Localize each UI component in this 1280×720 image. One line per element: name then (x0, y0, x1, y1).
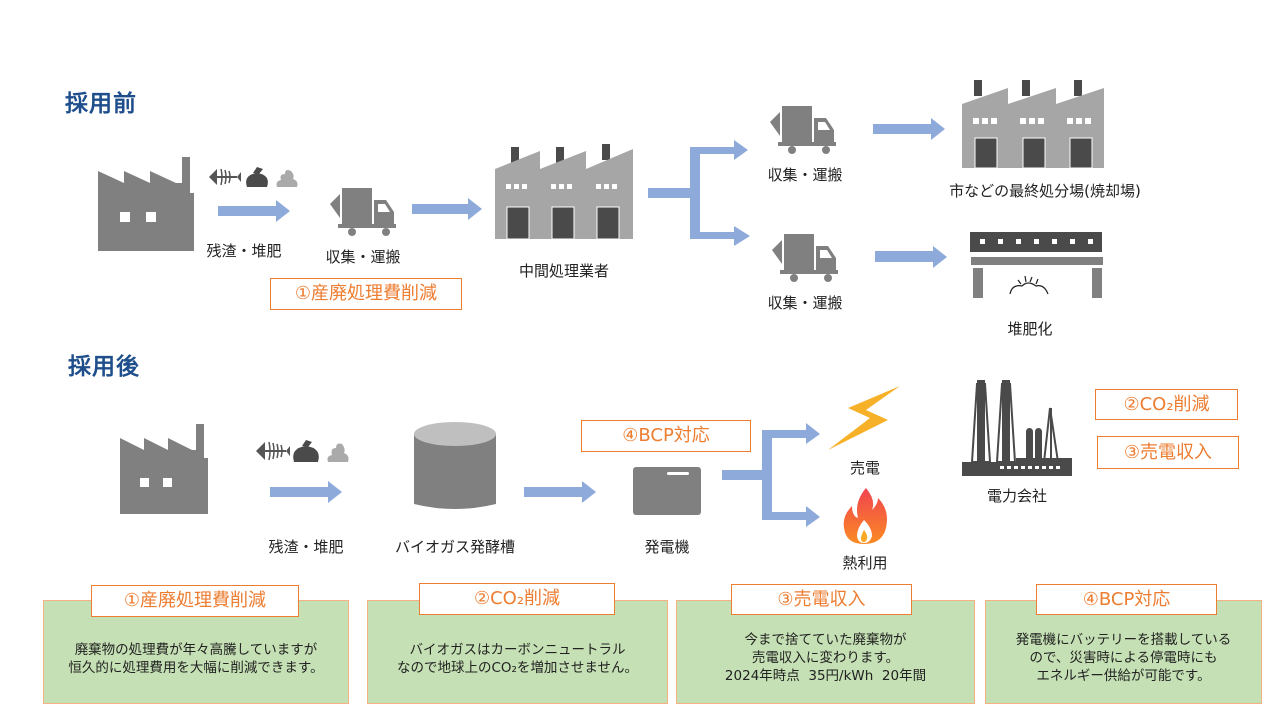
benefit-card-revenue: 今まで捨てていた廃棄物が 売電収入に変わります。 2024年時点 35円/kWh… (676, 600, 975, 704)
benefit-line: なので地球上のCO₂を増加させません。 (396, 660, 639, 676)
waste-icons (256, 440, 349, 462)
compost-pile-icon (276, 170, 298, 187)
power-plant-icon (962, 380, 1072, 476)
flow-arrow (524, 481, 596, 503)
compost-pile-icon (327, 443, 349, 462)
flow-arrow (875, 246, 947, 268)
flow-arrow (873, 118, 945, 140)
benefit-line: 廃棄物の処理費が年々高騰していますが (74, 642, 318, 658)
truck-icon (772, 234, 838, 282)
branch-arrow (648, 140, 750, 246)
benefit-text: バイオガスはカーボンニュートラル なので地球上のCO₂を増加させません。 (368, 641, 667, 677)
benefit-text: 廃棄物の処理費が年々高騰していますが 恒久的に処理費用を大幅に削減できます。 (44, 641, 348, 677)
composting-facility-icon (970, 232, 1103, 298)
benefit-line: 恒久的に処理費用を大幅に削減できます。 (68, 660, 324, 676)
factory-icon (98, 157, 194, 251)
label-residue: 残渣・堆肥 (268, 538, 344, 556)
before-heading: 採用前 (65, 91, 137, 117)
cost-reduction-tag: ①産廃処理費削減 (270, 278, 462, 310)
benefit-line: 2024年時点 35円/kWh 20年間 (724, 668, 927, 684)
label-transport-upper: 収集・運搬 (767, 166, 843, 184)
biogas-digester-icon (414, 422, 496, 509)
after-heading: 採用後 (68, 354, 140, 380)
label-intermediate-processor: 中間処理業者 (518, 262, 609, 280)
label-transport: 収集・運搬 (325, 248, 401, 266)
garbage-bag-icon (293, 440, 319, 462)
benefit-card-bcp: 発電機にバッテリーを搭載している ので、災害時による停電時にも エネルギー供給が… (985, 600, 1262, 704)
label-power-company: 電力会社 (986, 487, 1047, 505)
generator-icon (633, 467, 701, 515)
benefit-title-cost: ①産廃処理費削減 (91, 585, 299, 617)
label-biogas-digester: バイオガス発酵槽 (394, 538, 515, 556)
flow-arrow (218, 200, 290, 222)
label-transport-lower: 収集・運搬 (767, 294, 843, 312)
garbage-bag-icon (246, 167, 268, 187)
benefit-text: 発電機にバッテリーを搭載している ので、災害時による停電時にも エネルギー供給が… (986, 631, 1261, 685)
waste-icons (209, 167, 298, 187)
label-composting: 堆肥化 (1007, 320, 1053, 338)
benefit-line: バイオガスはカーボンニュートラル (409, 642, 626, 658)
benefit-card-co2: バイオガスはカーボンニュートラル なので地球上のCO₂を増加させません。 (367, 600, 668, 704)
factory-icon (120, 424, 208, 514)
label-heat-use: 熱利用 (842, 554, 888, 572)
flow-arrow (412, 198, 482, 220)
revenue-tag: ③売電収入 (1097, 436, 1239, 469)
lightning-icon (828, 386, 900, 450)
label-sell-power: 売電 (849, 459, 880, 477)
benefit-line: 売電収入に変わります。 (751, 650, 900, 666)
benefit-title-co2: ②CO₂削減 (419, 583, 615, 615)
truck-icon (770, 106, 836, 154)
label-final-disposal: 市などの最終処分場(焼却場) (949, 182, 1141, 200)
flow-arrow (270, 481, 342, 503)
benefit-line: 今まで捨てていた廃棄物が (744, 632, 907, 648)
label-generator: 発電機 (644, 538, 690, 556)
processing-plant-icon (495, 144, 633, 240)
branch-arrow (722, 423, 820, 527)
benefit-line: 発電機にバッテリーを搭載している (1015, 632, 1232, 648)
benefit-line: ので、災害時による停電時にも (1029, 650, 1218, 666)
truck-icon (330, 188, 396, 236)
benefit-title-revenue: ③売電収入 (731, 584, 912, 615)
fish-bone-icon (256, 441, 290, 461)
benefit-text: 今まで捨てていた廃棄物が 売電収入に変わります。 2024年時点 35円/kWh… (677, 631, 974, 685)
benefit-card-cost: 廃棄物の処理費が年々高騰していますが 恒久的に処理費用を大幅に削減できます。 (43, 600, 349, 704)
fire-icon (843, 488, 887, 544)
bcp-tag: ④BCP対応 (581, 420, 751, 452)
benefit-line: エネルギー供給が可能です。 (1036, 668, 1211, 684)
co2-tag: ②CO₂削減 (1095, 389, 1238, 420)
benefit-title-bcp: ④BCP対応 (1036, 584, 1217, 615)
label-residue: 残渣・堆肥 (206, 242, 282, 260)
incinerator-plant-icon (962, 80, 1104, 169)
fish-bone-icon (209, 168, 241, 186)
